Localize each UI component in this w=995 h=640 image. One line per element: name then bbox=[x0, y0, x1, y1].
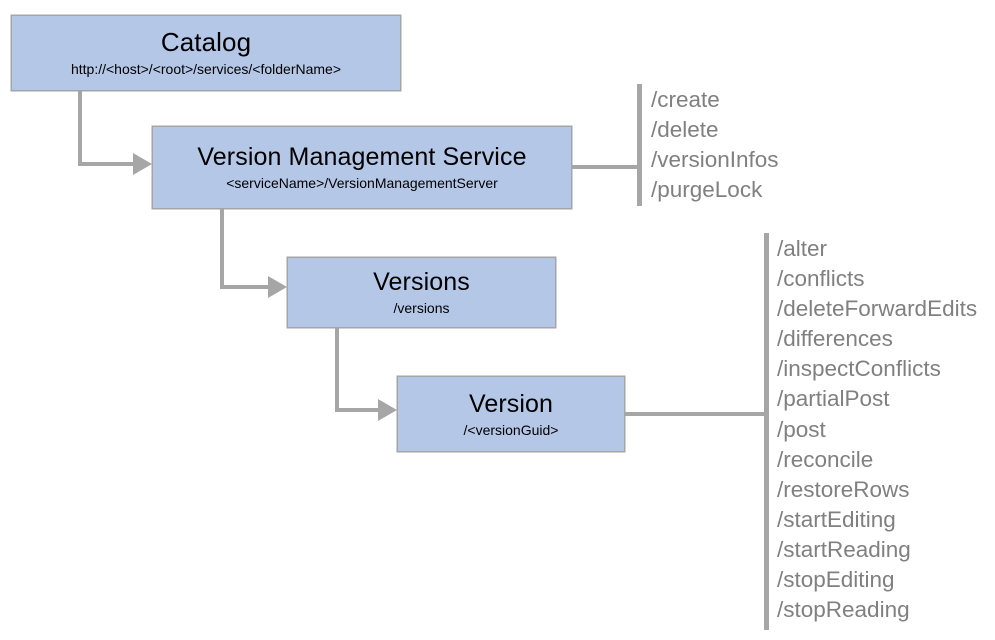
operation-item-purge-lock[interactable]: /purgeLock bbox=[651, 177, 763, 203]
arrowhead-versions-to-version bbox=[378, 399, 397, 421]
node-versions[interactable]: Versions /versions bbox=[287, 257, 556, 328]
node-catalog-subtitle: http://<host>/<root>/services/<folderNam… bbox=[70, 61, 342, 78]
operation-item-partial-post[interactable]: /partialPost bbox=[777, 386, 890, 412]
node-versions-title: Versions bbox=[373, 268, 470, 297]
connector-service-to-versions-horizontal bbox=[220, 285, 283, 289]
operation-item-version-infos[interactable]: /versionInfos bbox=[651, 147, 779, 173]
operation-item-start-editing[interactable]: /startEditing bbox=[777, 506, 896, 532]
node-catalog[interactable]: Catalog http://<host>/<root>/services/<f… bbox=[11, 15, 401, 91]
operation-item-differences[interactable]: /differences bbox=[777, 326, 893, 352]
node-versions-subtitle: /versions bbox=[393, 300, 450, 317]
operation-item-delete-forward-edits[interactable]: /deleteForwardEdits bbox=[777, 296, 978, 322]
operation-item-alter[interactable]: /alter bbox=[777, 236, 828, 261]
operation-item-conflicts[interactable]: /conflicts bbox=[777, 266, 865, 292]
connector-version-to-operations bbox=[625, 412, 768, 416]
operation-item-create[interactable]: /create bbox=[651, 87, 720, 112]
node-version-title: Version bbox=[468, 389, 554, 418]
operation-item-stop-editing[interactable]: /stopEditing bbox=[777, 567, 895, 593]
node-version-subtitle: /<versionGuid> bbox=[463, 421, 559, 438]
node-version-management-service[interactable]: Version Management Service <serviceName>… bbox=[152, 126, 572, 209]
operation-item-delete[interactable]: /delete bbox=[651, 117, 719, 143]
connector-versions-to-version-vertical bbox=[335, 328, 339, 412]
arrowhead-catalog-to-service bbox=[133, 153, 152, 175]
connector-service-to-operations bbox=[572, 165, 641, 169]
operation-item-stop-reading[interactable]: /stopReading bbox=[777, 597, 910, 623]
node-catalog-title: Catalog bbox=[160, 27, 252, 57]
operation-list-version: /alter /conflicts /deleteForwardEdits /d… bbox=[777, 234, 977, 625]
operation-list-service: /create /delete /versionInfos /purgeLock bbox=[651, 85, 779, 205]
arrowhead-service-to-versions bbox=[268, 276, 287, 298]
node-version[interactable]: Version /<versionGuid> bbox=[397, 376, 625, 452]
operation-item-inspect-conflicts[interactable]: /inspectConflicts bbox=[777, 356, 941, 382]
operation-item-restore-rows[interactable]: /restoreRows bbox=[777, 476, 910, 502]
connector-service-to-versions-vertical bbox=[220, 209, 224, 289]
connector-catalog-to-service-horizontal bbox=[78, 162, 148, 166]
operation-item-post[interactable]: /post bbox=[777, 416, 826, 442]
bracket-service-operations bbox=[637, 84, 642, 206]
node-version-management-service-title: Version Management Service bbox=[197, 143, 527, 172]
node-version-management-service-subtitle: <serviceName>/VersionManagementServer bbox=[226, 175, 498, 192]
connector-catalog-to-service-vertical bbox=[78, 90, 82, 166]
bracket-version-operations bbox=[764, 233, 769, 630]
operation-item-reconcile[interactable]: /reconcile bbox=[777, 446, 874, 472]
connector-versions-to-version-horizontal bbox=[335, 408, 393, 412]
operation-item-start-reading[interactable]: /startReading bbox=[777, 536, 911, 562]
